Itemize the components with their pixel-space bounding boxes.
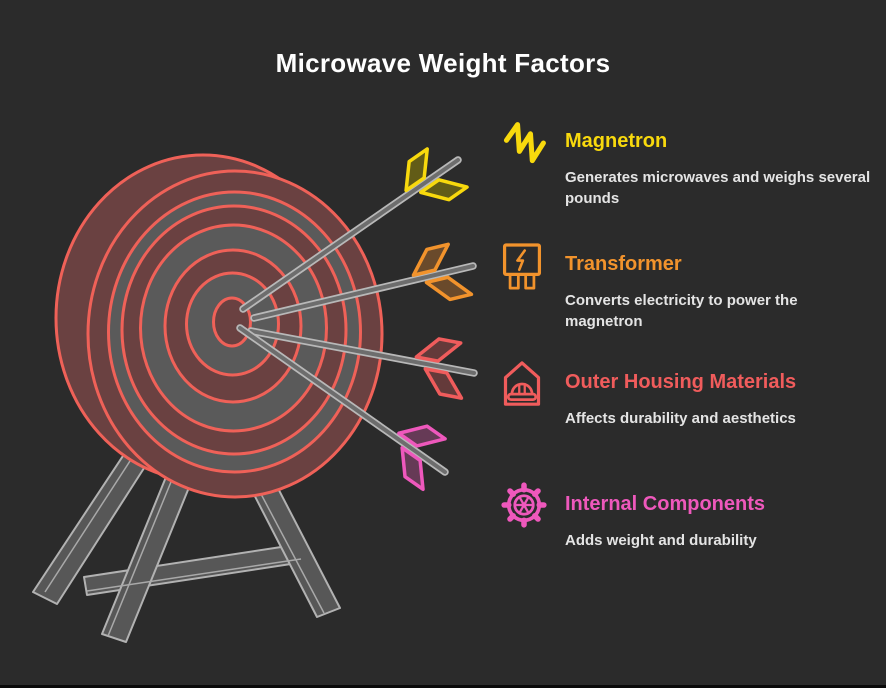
factor-item-internal-components: Internal Components Adds weight and dura… bbox=[500, 481, 765, 551]
factor-title: Internal Components bbox=[565, 493, 766, 515]
fletching-yellow bbox=[404, 147, 469, 202]
arrow-internal-components bbox=[236, 324, 449, 492]
transformer-icon bbox=[500, 241, 550, 293]
factor-description: Converts electricity to power the magnet… bbox=[565, 292, 798, 330]
board-rings bbox=[86, 169, 384, 499]
magnetron-coil-icon bbox=[500, 118, 550, 170]
arrow-magnetron bbox=[239, 147, 469, 313]
arrows bbox=[236, 147, 478, 492]
page-title: Microwave Weight Factors bbox=[275, 48, 611, 78]
factor-description: Affects durability and aesthetics bbox=[565, 410, 796, 427]
factor-title: Outer Housing Materials bbox=[565, 371, 797, 393]
factor-item-transformer: Transformer Converts electricity to powe… bbox=[500, 241, 798, 332]
target-board bbox=[54, 153, 384, 499]
factor-title: Magnetron bbox=[565, 130, 668, 152]
fletching-pink bbox=[397, 424, 447, 492]
factor-title: Transformer bbox=[565, 253, 682, 275]
factor-description: Generates microwaves and weighs several … bbox=[565, 169, 871, 207]
stand-crossbar bbox=[83, 543, 305, 596]
fletching-coral bbox=[414, 337, 464, 400]
gear-icon bbox=[500, 481, 550, 529]
arrow-outer-housing bbox=[247, 327, 478, 400]
factor-description: Adds weight and durability bbox=[565, 532, 757, 549]
factor-item-magnetron: Magnetron Generates microwaves and weigh… bbox=[500, 118, 870, 209]
house-hardhat-icon bbox=[500, 359, 550, 409]
factor-item-outer-housing: Outer Housing Materials Affects durabili… bbox=[500, 359, 796, 429]
fletching-orange bbox=[411, 242, 474, 302]
arrow-transformer bbox=[250, 242, 477, 322]
bottom-edge-strip bbox=[0, 685, 886, 688]
